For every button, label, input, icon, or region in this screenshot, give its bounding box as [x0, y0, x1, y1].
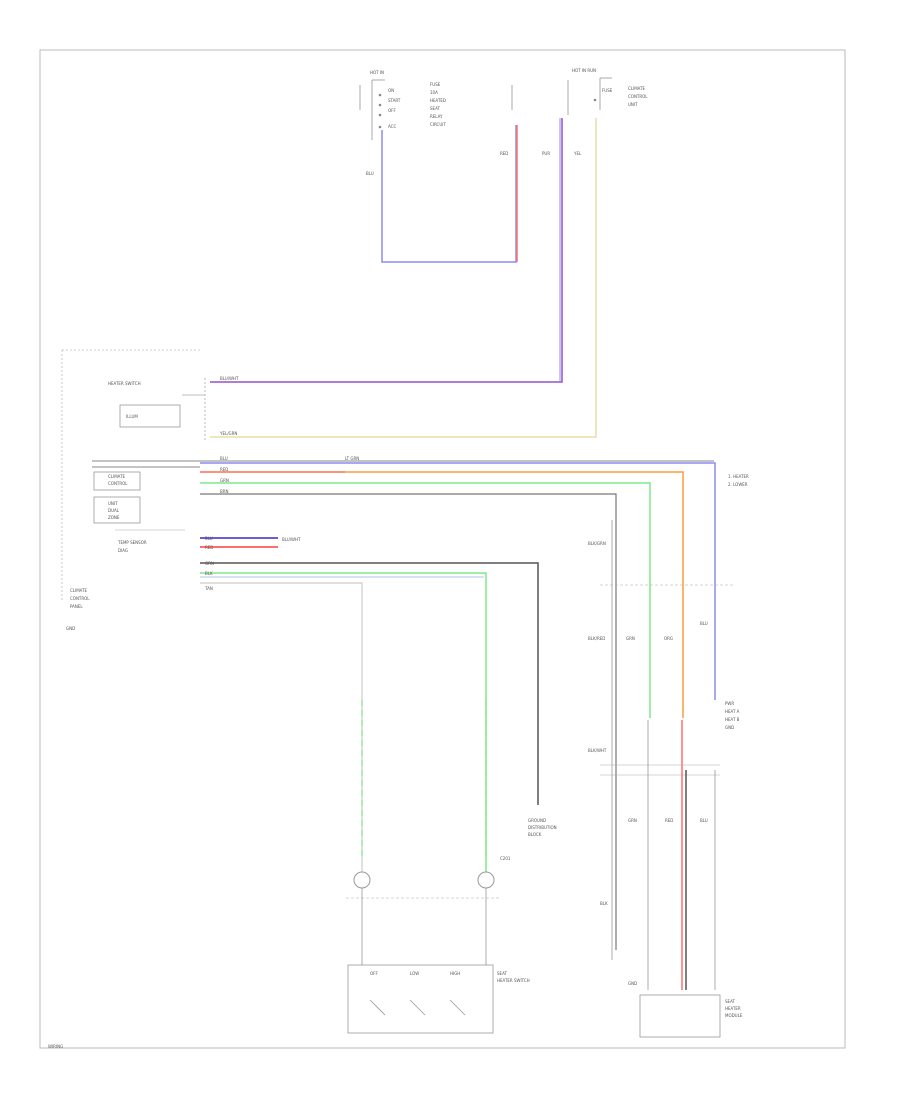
right-pin-3: GND: [725, 725, 734, 730]
climate-unit-label-2: UNIT: [108, 501, 118, 506]
wire-tag-lower-1: RED: [205, 545, 213, 550]
right-bottom-tag-3: BLK: [600, 901, 608, 906]
wire-tag-upper-3: RED: [220, 467, 228, 472]
switch-label-1: LOW: [410, 971, 419, 976]
top-wire-tag-yel: YEL: [573, 151, 582, 156]
switch-label-2: HIGH: [450, 971, 460, 976]
left-frame: CLIMATE CONTROL PANEL GND: [61, 349, 200, 631]
diag-label: DIAG: [118, 548, 128, 553]
right-wire-tag-0: BLK/GRN: [588, 541, 606, 546]
wire-blue-harness: [200, 462, 716, 700]
top-mid-label-4: RELAY: [430, 114, 443, 119]
wire-orange-harness: [200, 471, 684, 718]
seat-module-label-1: HEATER: [725, 1006, 741, 1011]
climate-control-unit: CLIMATE CONTROL UNIT DUAL ZONE TEMP SENS…: [93, 471, 185, 553]
top-right-label-1: FUSE: [602, 88, 613, 93]
middle-ground-note-2: BLOCK: [528, 832, 542, 837]
seat-module-label-2: MODULE: [725, 1013, 743, 1018]
wire-dark-lower: [200, 562, 539, 805]
wire-tag-lower-0: BLU: [205, 536, 213, 541]
climate-unit-label-0: CLIMATE: [108, 474, 126, 479]
wire-green-harness: [200, 482, 651, 718]
seat-heater-module: SEAT HEATER MODULE: [639, 994, 743, 1038]
top-right-label-4: UNIT: [628, 102, 638, 107]
top-left-label-3: OFF: [388, 108, 396, 113]
right-pin-0: PWR: [725, 701, 734, 706]
right-wire-tag-4: ORG: [664, 636, 673, 641]
switch-label-4: HEATER SWITCH: [497, 978, 530, 983]
top-right-label-2: CLIMATE: [628, 86, 646, 91]
right-wire-tag-2: BLK/WHT: [588, 748, 607, 753]
top-wire-tag-blu: BLU: [366, 171, 374, 176]
seat-module-label-0: SEAT: [725, 999, 735, 1004]
switch-label-0: OFF: [370, 971, 378, 976]
right-bottom-tag-1: RED: [665, 818, 673, 823]
middle-ground-note-0: GROUND: [528, 818, 546, 823]
right-bottom-tag-2: BLU: [700, 818, 708, 823]
right-pin-2: HEAT B: [725, 717, 740, 722]
right-bottom-tag-0: GRN: [628, 818, 637, 823]
dual-zone-label-0: DUAL: [108, 508, 120, 513]
wire-tag-lower-4: TAN: [204, 586, 213, 591]
heater-switch-label-1: ILLUM: [126, 414, 138, 419]
wire-grey-lower: [200, 582, 363, 880]
wire-tag-upper-1: YEL/GRN: [219, 431, 237, 436]
top-left-label-2: START: [388, 98, 401, 103]
left-frame-label-2: PANEL: [70, 604, 83, 609]
top-mid-block: FUSE 10A HEATED SEAT RELAY CIRCUIT: [430, 82, 513, 127]
top-mid-label-3: SEAT: [430, 106, 440, 111]
wire-tag-lower-2: GRN: [205, 561, 214, 566]
wire-tag-upper-6: LT GRN: [345, 456, 359, 461]
right-bottom-tag-4: GND: [628, 981, 637, 986]
wire-green-lower: [200, 572, 487, 880]
middle-ground-note-1: DISTRIBUTION: [528, 825, 557, 830]
top-mid-label-1: 10A: [430, 90, 438, 95]
top-mid-label-5: CIRCUIT: [430, 122, 446, 127]
right-wire-tag-1: BLK/RED: [588, 636, 605, 641]
top-left-switch: HOT IN ON START OFF ACC: [359, 70, 401, 140]
top-wire-tag-red: RED: [500, 151, 508, 156]
top-right-label-0: HOT IN RUN: [572, 68, 596, 73]
footer-label: WIRING: [48, 1044, 63, 1049]
dual-zone-label-1: ZONE: [108, 515, 120, 520]
top-wire-tag-pur: PUR: [542, 151, 550, 156]
wire-tag-upper-4: GRN: [220, 478, 229, 483]
wire-dark-harness: [200, 493, 617, 950]
wire-tag-upper-arrow: BLU/WHT: [282, 537, 301, 542]
top-right-block: HOT IN RUN FUSE CLIMATE CONTROL UNIT: [567, 68, 648, 115]
bulb-left: [353, 871, 371, 889]
diagram-border: [39, 49, 846, 1049]
bulb-right: [477, 871, 495, 889]
climate-unit-label-1: CONTROL: [108, 481, 128, 486]
wire-tag-upper-2: BLU: [220, 456, 228, 461]
wire-purple-main: [210, 118, 563, 383]
temp-sensor-label: TEMP SENSOR: [117, 540, 147, 545]
top-mid-label-2: HEATED: [430, 98, 446, 103]
right-note-0: 1. HEATER: [728, 474, 749, 479]
heater-switch-label-0: HEATER SWITCH: [108, 381, 141, 386]
wire-tag-upper-5: BRN: [220, 489, 229, 494]
wire-blue-top-loop: [381, 125, 517, 263]
right-wire-tag-5: BLU: [700, 621, 708, 626]
top-left-label-0: HOT IN: [370, 70, 384, 75]
switch-label-3: SEAT: [497, 971, 507, 976]
middle-connector: C201: [500, 856, 511, 861]
top-left-label-4: ACC: [388, 124, 396, 129]
right-pin-1: HEAT A: [725, 709, 740, 714]
left-frame-label-3: GND: [66, 626, 75, 631]
seat-heater-switch: OFF LOW HIGH SEAT HEATER SWITCH: [347, 964, 530, 1034]
wire-tag-upper-0: BLU/WHT: [220, 376, 239, 381]
right-note-1: 2. LOWER: [728, 482, 748, 487]
left-frame-label-1: CONTROL: [70, 596, 90, 601]
top-right-label-3: CONTROL: [628, 94, 648, 99]
left-frame-label-0: CLIMATE: [70, 588, 88, 593]
right-wire-tag-3: GRN: [626, 636, 635, 641]
top-mid-label-0: FUSE: [430, 82, 441, 87]
top-left-label-1: ON: [388, 88, 394, 93]
heater-switch-module: HEATER SWITCH ILLUM: [108, 378, 206, 440]
wire-tag-lower-3: BLK: [205, 571, 213, 576]
wire-yellow-main: [210, 118, 597, 438]
